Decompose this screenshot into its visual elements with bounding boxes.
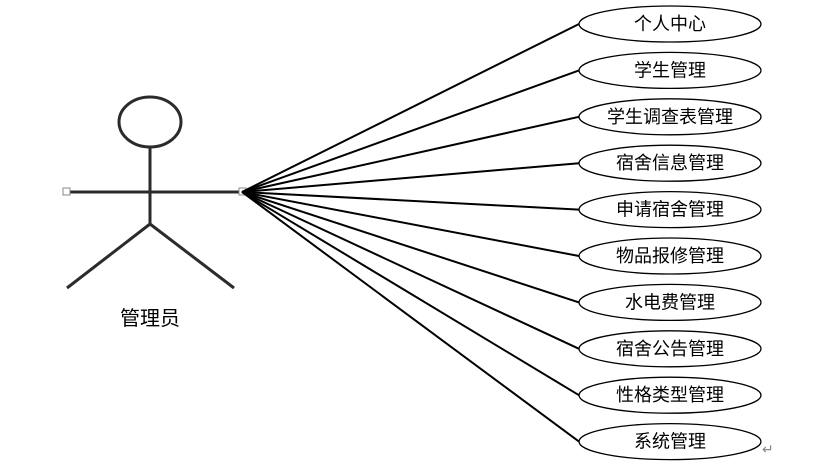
use-case-label: 性格类型管理	[616, 385, 724, 406]
association-line	[241, 191, 580, 257]
use-case-label: 物品报修管理	[616, 246, 724, 267]
association-lines	[241, 23, 580, 443]
association-line	[241, 191, 580, 211]
use-case-ellipse[interactable]	[578, 98, 762, 136]
use-case-label: 宿舍信息管理	[616, 153, 724, 174]
association-line	[241, 115, 580, 193]
use-case-label: 系统管理	[634, 432, 706, 453]
selection-handle-left[interactable]	[62, 187, 71, 196]
actor-figure	[66, 95, 242, 290]
use-case-ellipse[interactable]	[578, 51, 762, 90]
use-case-ellipse[interactable]	[578, 190, 762, 229]
use-case-label: 申请宿舍管理	[616, 200, 724, 221]
use-case[interactable]: 性格类型管理	[578, 376, 762, 414]
use-case[interactable]: 申请宿舍管理	[578, 190, 762, 229]
association-line	[241, 162, 580, 193]
actor-head	[117, 95, 183, 149]
use-case-ellipse[interactable]	[578, 283, 762, 322]
use-case-ellipse[interactable]	[578, 237, 762, 275]
use-case-label: 学生调查表管理	[607, 107, 733, 128]
use-case-label: 个人中心	[634, 14, 706, 35]
actor-right-leg	[149, 222, 235, 290]
use-case-group: 个人中心学生管理学生调查表管理宿舍信息管理申请宿舍管理物品报修管理水电费管理宿舍…	[578, 5, 762, 461]
use-case[interactable]: 宿舍信息管理	[578, 144, 762, 182]
association-line	[241, 69, 580, 193]
use-case-label: 宿舍公告管理	[616, 339, 724, 360]
use-case-ellipse[interactable]	[578, 5, 762, 43]
use-case[interactable]: 学生管理	[578, 51, 762, 90]
association-line	[241, 191, 580, 397]
association-line	[241, 23, 580, 193]
use-case[interactable]: 水电费管理	[578, 283, 762, 322]
use-case[interactable]: 宿舍公告管理	[578, 330, 762, 368]
association-line	[241, 191, 580, 443]
association-line	[241, 191, 580, 304]
use-case-label: 水电费管理	[625, 292, 715, 313]
use-case-label: 学生管理	[634, 60, 706, 81]
paragraph-mark: ↵	[762, 442, 774, 458]
use-case-ellipse[interactable]	[578, 422, 762, 461]
use-case[interactable]: 系统管理	[578, 422, 762, 461]
use-case-ellipse[interactable]	[578, 376, 762, 414]
use-case[interactable]: 个人中心	[578, 5, 762, 43]
actor-left-leg	[66, 222, 151, 290]
use-case[interactable]: 学生调查表管理	[578, 98, 762, 136]
use-case-ellipse[interactable]	[578, 330, 762, 368]
use-case[interactable]: 物品报修管理	[578, 237, 762, 275]
use-case-ellipse[interactable]	[578, 144, 762, 182]
actor-label: 管理员	[120, 306, 180, 330]
association-line	[241, 191, 580, 350]
